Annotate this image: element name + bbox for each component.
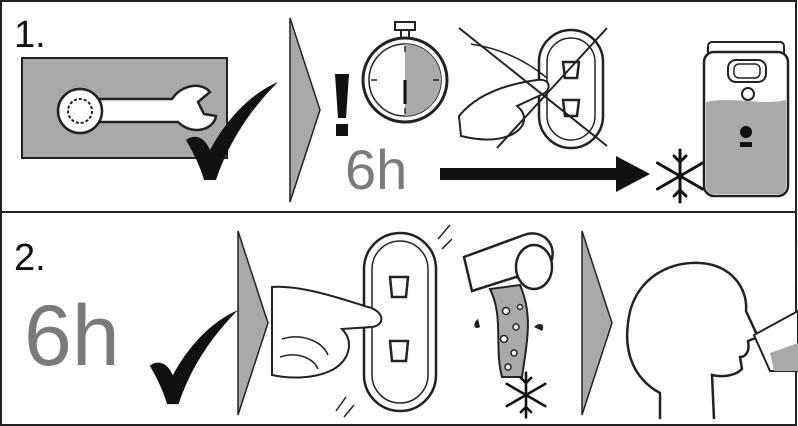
faucet-sparkling-water-icon [464, 227, 574, 387]
step-number: 2. [14, 239, 46, 277]
duration-label: 6h [345, 142, 407, 198]
chevron-right-icon [290, 18, 322, 202]
warning-exclamation-icon [332, 74, 352, 138]
check-icon [144, 303, 240, 413]
chevron-right-icon [582, 231, 614, 415]
snowflake-icon [652, 148, 708, 204]
check-icon [180, 82, 280, 182]
step-number: 1. [14, 16, 46, 54]
hand-press-crossed-icon [457, 24, 617, 154]
hand-press-dispenser-icon [272, 229, 452, 419]
step-2-panel: 2. 6h [0, 211, 797, 426]
stopwatch-icon [360, 22, 450, 126]
head-drinking-icon [620, 253, 798, 421]
step-1-panel: 1. 6 [0, 0, 797, 213]
snowflake-icon [502, 371, 550, 419]
water-dispenser-icon [702, 42, 792, 200]
chevron-right-icon [238, 231, 270, 415]
arrow-right-icon [440, 156, 650, 192]
duration-label: 6h [24, 293, 120, 379]
